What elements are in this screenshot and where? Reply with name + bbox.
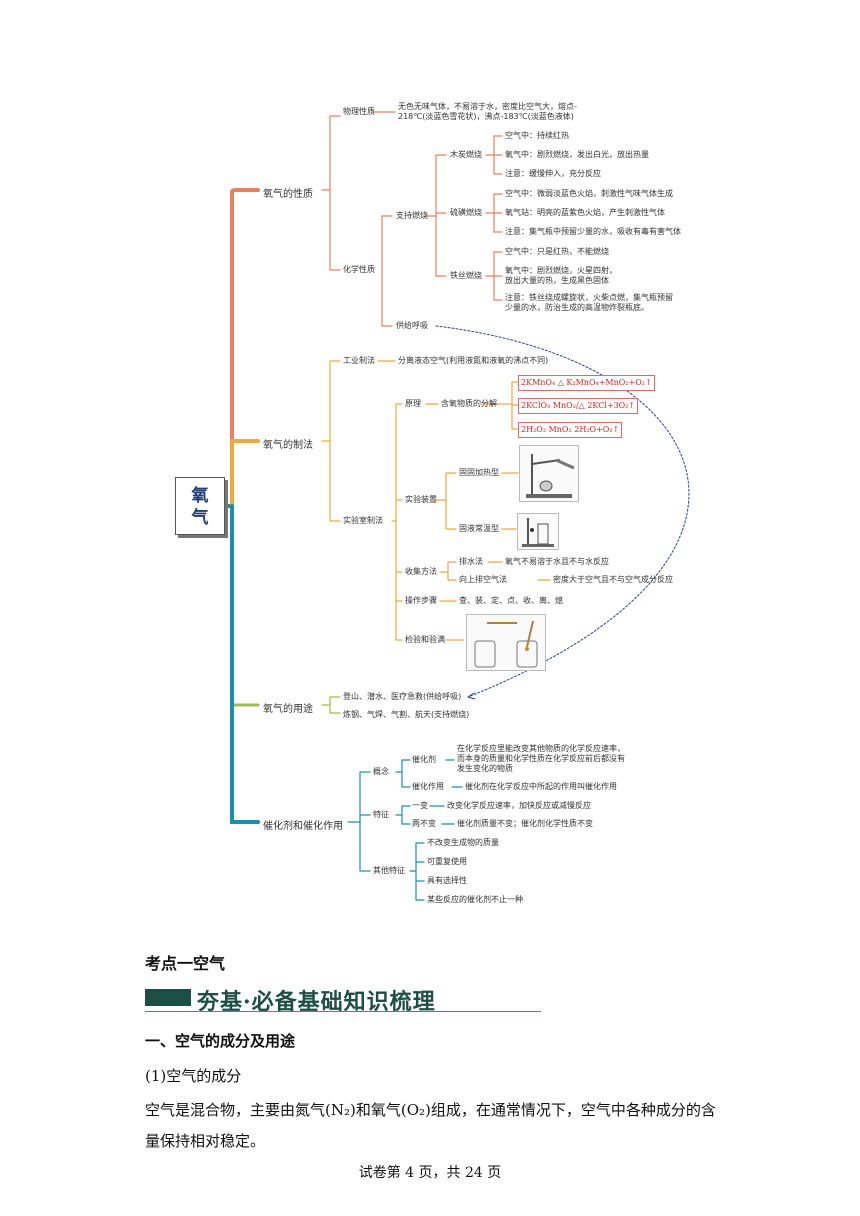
carbon-item: 空气中：持续红热 <box>505 131 569 140</box>
subheading: (1)空气的成分 <box>145 1067 242 1085</box>
section-title: 考点一空气 <box>145 954 226 973</box>
equation-kmno4: 2KMnO₄ △ K₂MnO₄+MnO₂+O₂↑ <box>518 375 655 391</box>
branch-preparation: 氧气的制法 <box>263 440 313 451</box>
mind-map-root: 氧 气 <box>175 477 225 535</box>
node-support-combustion: 支持燃烧 <box>396 211 428 220</box>
collection-reason: 密度大于空气且不与空气成分反应 <box>553 575 673 584</box>
node-respiration: 供给呼吸 <box>396 321 428 330</box>
branch-uses: 氧气的用途 <box>263 704 313 715</box>
equation-kclo3: 2KClO₃ MnO₂/△ 2KCl+3O₂↑ <box>518 398 639 414</box>
solid-liquid-apparatus-image <box>517 513 559 550</box>
heading: 一、空气的成分及用途 <box>145 1032 296 1050</box>
node-apparatus: 实验装置 <box>405 495 437 504</box>
paragraph-line: 空气是混合物，主要由氮气(N₂)和氧气(O₂)组成，在通常情况下，空气中各种成分… <box>145 1101 716 1119</box>
node-other-features: 其他特征 <box>373 866 405 875</box>
node-industrial: 工业制法 <box>343 356 375 365</box>
concept-catalysis: 催化作用 <box>412 782 444 791</box>
node-iron: 铁丝燃烧 <box>450 271 482 280</box>
use-item: 炼钢、气焊、气割、航天(支持燃烧) <box>343 710 470 719</box>
iron-item: 空气中：只是红热，不能燃烧 <box>505 247 609 256</box>
node-principle: 原理 <box>405 399 421 408</box>
root-label: 氧 气 <box>191 486 209 528</box>
principle-sub: 含氧物质的分解 <box>441 399 497 408</box>
test-image <box>466 614 546 671</box>
mind-map: 氧 气 氧气的性质 氧气的制法 氧气的用途 催化剂和催化作用 物理性质 无色无味… <box>175 102 690 904</box>
other-feature: 某些反应的催化剂不止一种 <box>427 895 523 904</box>
concept-catalyst: 催化剂 <box>412 755 436 764</box>
feature-name: 一变 <box>412 801 428 810</box>
node-sulfur: 硫磺燃烧 <box>450 208 482 217</box>
other-feature: 不改变生成物的质量 <box>427 838 499 847</box>
collection-reason: 氧气不易溶于水且不与水反应 <box>505 557 609 566</box>
iron-item: 氧气中：剧烈燃烧，火星四射， 放出大量的热，生成黑色固体 <box>505 266 617 285</box>
carbon-item: 氧气中：剧烈燃烧，发出白光，放出热量 <box>505 150 649 159</box>
node-physical: 物理性质 <box>343 107 375 116</box>
sulfur-item: 注意：集气瓶中预留少量的水，吸收有毒有害气体 <box>505 227 681 236</box>
catalyst-definition: 在化学反应里能改变其他物质的化学反应速率， 而本身的质量和化学性质在化学反应前后… <box>457 744 625 773</box>
apparatus-item: 固液常温型 <box>459 524 499 533</box>
banner-underline <box>145 1011 541 1012</box>
sulfur-item: 氧气站：明亮的蓝紫色火焰，产生刺激性气体 <box>505 208 665 217</box>
apparatus-drawing <box>526 454 575 498</box>
node-lab: 实验室制法 <box>343 516 383 525</box>
test-drawing <box>474 620 538 668</box>
branch-catalyst: 催化剂和催化作用 <box>263 821 343 832</box>
collection-method: 排水法 <box>459 557 483 566</box>
paragraph-line: 量保持相对稳定。 <box>145 1132 266 1150</box>
other-feature: 可重复使用 <box>427 857 467 866</box>
iron-item: 注意：铁丝绕成螺旋状，火柴点燃，集气瓶预留 少量的水，防治生成的高温物炸裂瓶底。 <box>505 293 673 312</box>
feature-text: 催化剂质量不变；催化剂化学性质不变 <box>457 819 593 828</box>
node-chemical: 化学性质 <box>343 265 375 274</box>
apparatus-item: 固固加热型 <box>459 468 499 477</box>
node-carbon: 木炭燃烧 <box>450 150 482 159</box>
catalysis-definition: 催化剂在化学反应中所起的作用叫催化作用 <box>465 782 617 791</box>
apparatus-drawing <box>522 518 554 547</box>
feature-name: 两不变 <box>412 819 436 828</box>
node-collection: 收集方法 <box>405 567 437 576</box>
steps-text: 查、装、定、点、收、离、熄 <box>459 596 563 605</box>
solid-heating-apparatus-image <box>519 445 579 502</box>
feature-text: 改变化学反应速率，加快反应或减慢反应 <box>447 801 591 810</box>
branch-properties: 氧气的性质 <box>263 189 313 200</box>
sulfur-item: 空气中：微弱淡蓝色火焰，刺激性气味气体生成 <box>505 189 673 198</box>
banner-text: 夯基·必备基础知识梳理 <box>197 989 436 1015</box>
collection-method: 向上排空气法 <box>459 575 507 584</box>
node-steps: 操作步骤 <box>405 596 437 605</box>
node-concept: 概念 <box>373 767 389 776</box>
use-item: 登山、潜水、医疗急救(供给呼吸) <box>343 692 462 701</box>
carbon-item: 注意：缓慢伸入，充分反应 <box>505 169 601 178</box>
banner-bar <box>145 989 191 1006</box>
node-features: 特征 <box>373 810 389 819</box>
node-test: 检验和验满 <box>405 635 445 644</box>
page-footer: 试卷第 4 页，共 24 页 <box>358 1165 502 1181</box>
mind-map-connectors <box>223 111 690 901</box>
other-feature: 具有选择性 <box>427 876 467 885</box>
equation-h2o2: 2H₂O₂ MnO₂ 2H₂O+O₂↑ <box>518 422 623 438</box>
industrial-text: 分离液态空气(利用液氮和液氧的沸点不同) <box>398 356 549 365</box>
physical-text: 无色无味气体，不易溶于水，密度比空气大，熔点- 218℃(淡蓝色雪花状)，沸点-… <box>398 102 577 121</box>
section-banner: 夯基·必备基础知识梳理 <box>145 984 541 1015</box>
